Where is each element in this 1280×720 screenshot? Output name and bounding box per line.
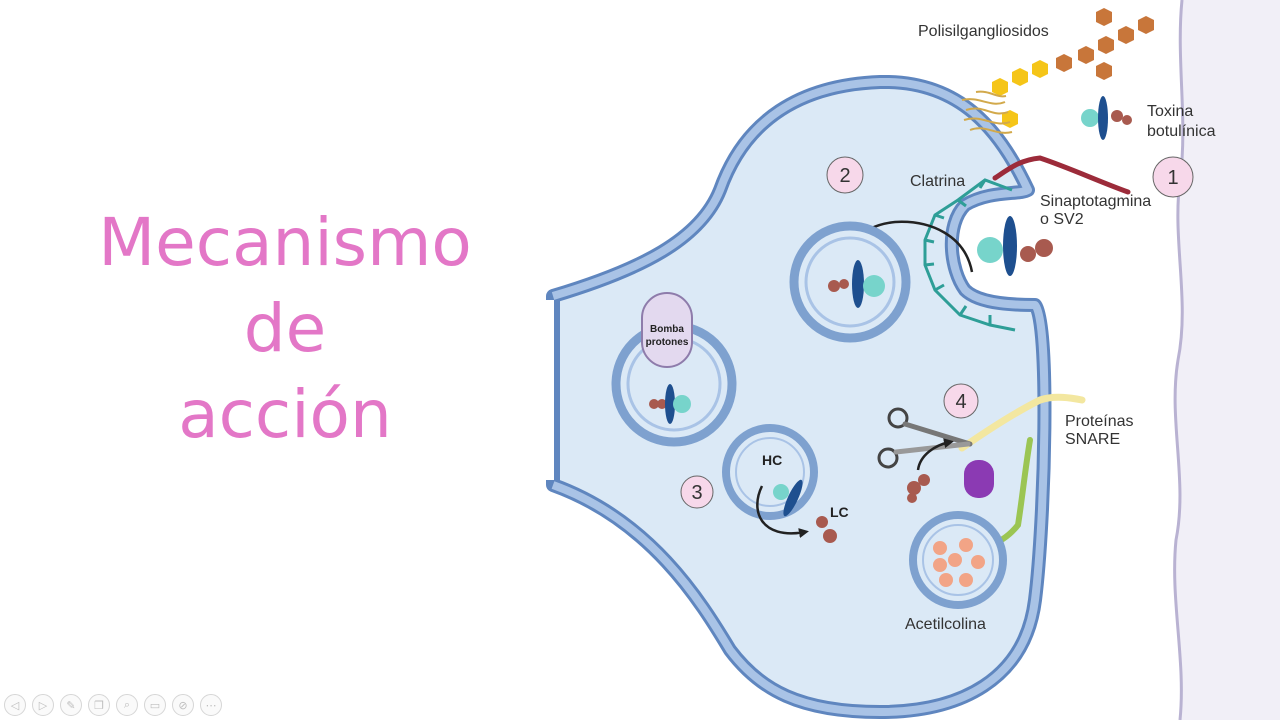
label-toxina-line1: Toxina xyxy=(1147,103,1193,120)
pen-icon[interactable]: ✎ xyxy=(60,694,82,716)
slide-title: Mecanismo de acción xyxy=(60,200,510,458)
presentation-toolbar: ◁ ▷ ✎ ❐ ⌕ ▭ ⊘ ⋯ xyxy=(4,694,222,716)
label-clatrina: Clatrina xyxy=(910,173,965,190)
clathrin-coat xyxy=(923,178,1016,332)
step-4-marker: 4 xyxy=(943,383,979,419)
svg-text:3: 3 xyxy=(691,482,702,504)
endosome-step-2 xyxy=(789,221,911,343)
step-1-marker: 1 xyxy=(1152,156,1194,198)
cleavage-arrow xyxy=(916,438,954,471)
monitor-off-icon[interactable]: ⊘ xyxy=(172,694,194,716)
svg-text:4: 4 xyxy=(955,391,966,413)
snare-proteins xyxy=(958,393,1086,548)
svg-text:1: 1 xyxy=(1167,167,1178,189)
more-icon[interactable]: ⋯ xyxy=(200,694,222,716)
label-polisialogangliosidos: Polisilgangliosidos xyxy=(918,23,1049,40)
step-2-marker: 2 xyxy=(826,156,864,194)
present-icon[interactable]: ▭ xyxy=(144,694,166,716)
next-icon[interactable]: ▷ xyxy=(32,694,54,716)
acetylcholine-vesicle xyxy=(909,511,1007,609)
title-line-3: acción xyxy=(178,376,392,453)
label-hc: HC xyxy=(762,452,782,468)
label-proteinas-line2: SNARE xyxy=(1065,431,1120,448)
copy-icon[interactable]: ❐ xyxy=(88,694,110,716)
free-toxin xyxy=(1081,96,1132,140)
label-sinaptotagmina-line2: o SV2 xyxy=(1040,211,1084,228)
label-bomba-line2: protones xyxy=(646,337,689,348)
step-3-marker: 3 xyxy=(680,475,714,509)
polysialoganglioside-chain xyxy=(961,8,1154,134)
zoom-icon[interactable]: ⌕ xyxy=(116,694,138,716)
label-bomba-line1: Bomba xyxy=(650,324,684,335)
svg-text:2: 2 xyxy=(839,165,850,187)
label-acetilcolina: Acetilcolina xyxy=(905,616,986,633)
prev-icon[interactable]: ◁ xyxy=(4,694,26,716)
label-sinaptotagmina-line1: Sinaptotagmina xyxy=(1040,193,1151,210)
receptor-synaptotagmin xyxy=(992,155,1131,195)
vesicle-step-3 xyxy=(722,424,818,520)
label-toxina-line2: botulínica xyxy=(1147,123,1216,140)
title-line-2: de xyxy=(243,290,327,367)
label-proteinas-line1: Proteínas xyxy=(1065,413,1133,430)
title-line-1: Mecanismo xyxy=(98,204,472,281)
translocation-arrow xyxy=(756,485,809,538)
light-chain-free xyxy=(816,516,837,543)
muscle-membrane xyxy=(1173,0,1280,720)
vesicle-proton-pump xyxy=(611,292,737,447)
label-lc: LC xyxy=(830,504,849,520)
bound-toxin xyxy=(977,216,1053,276)
light-chain-snare xyxy=(907,474,930,503)
